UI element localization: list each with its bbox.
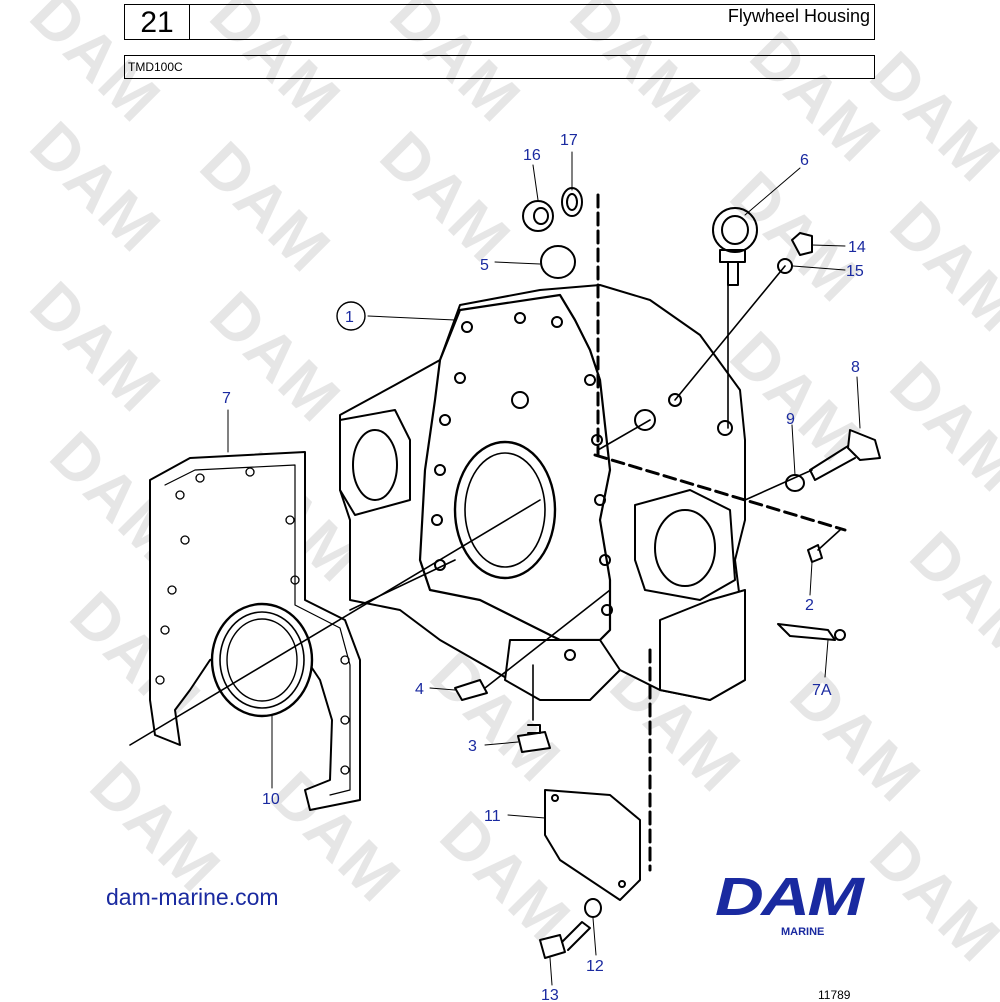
seal-10 <box>210 602 314 718</box>
callout-16: 16 <box>523 147 541 164</box>
lifting-eye-6 <box>712 207 758 286</box>
assembly-lines <box>129 193 847 872</box>
callout-15: 15 <box>846 263 864 280</box>
plug-14 <box>791 232 813 256</box>
callout-3: 3 <box>468 738 477 755</box>
model-box: TMD100C <box>124 55 875 79</box>
washer-17 <box>561 187 583 217</box>
plug-5 <box>540 245 576 279</box>
dowel-2 <box>807 544 823 563</box>
plug-16 <box>522 200 554 232</box>
website-link[interactable]: dam-marine.com <box>106 884 279 910</box>
header-box: 21 Flywheel Housing <box>124 4 875 40</box>
callout-12: 12 <box>586 958 604 975</box>
callout-9: 9 <box>786 411 795 428</box>
logo-subtext: MARINE <box>781 926 825 938</box>
flywheel-housing <box>339 284 746 701</box>
callout-11: 11 <box>484 808 501 825</box>
sealant-tube-7A <box>777 623 836 641</box>
callout-6: 6 <box>800 152 809 169</box>
washer-12 <box>584 898 602 918</box>
screw-13 <box>539 921 591 959</box>
cover-plate-11 <box>544 789 641 901</box>
callout-5: 5 <box>480 257 489 274</box>
callout-2: 2 <box>805 597 814 614</box>
washer-15 <box>777 258 793 274</box>
bolt-8 <box>809 429 881 481</box>
callout-10: 10 <box>262 791 280 808</box>
page-number: 21 <box>125 5 190 39</box>
callout-1: 1 <box>345 309 354 326</box>
callout-8: 8 <box>851 359 860 376</box>
callout-7: 7 <box>222 390 231 407</box>
leader-lines <box>227 151 861 986</box>
model-label: TMD100C <box>128 60 183 74</box>
callout-17: 17 <box>560 132 578 149</box>
callout-4: 4 <box>415 681 424 698</box>
drawing-reference: 11789 <box>818 988 851 1002</box>
page-title: Flywheel Housing <box>727 6 870 26</box>
dowel-4 <box>454 679 488 701</box>
callout-1-circle <box>336 301 366 331</box>
callout-14: 14 <box>848 239 866 256</box>
plug-3 <box>517 731 551 753</box>
callout-7A: 7A <box>812 682 832 699</box>
logo-mark: DAM <box>715 867 864 927</box>
callout-labels: 1 2 3 4 5 6 7 7A 8 9 10 11 12 13 14 15 1… <box>222 132 866 1000</box>
callout-13: 13 <box>541 987 559 1000</box>
dam-marine-logo: DAM MARINE <box>715 870 895 938</box>
